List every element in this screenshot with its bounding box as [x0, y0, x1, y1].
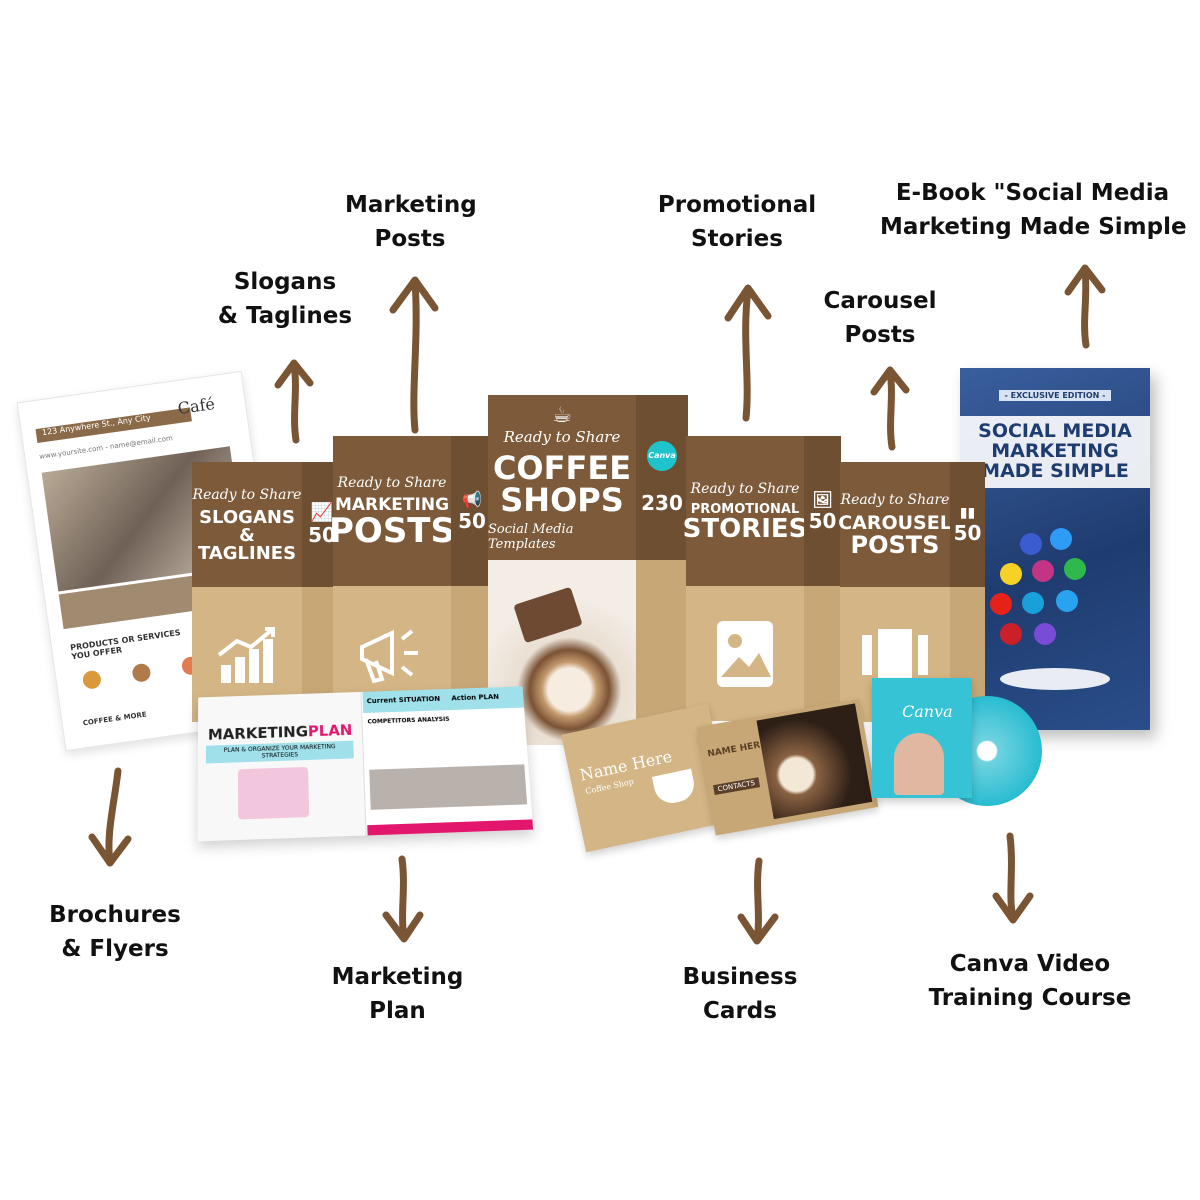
box-promotional-side: 🖼 50 [804, 436, 841, 721]
marketing-plan-subtitle: PLAN & ORGANIZE YOUR MARKETING STRATEGIE… [205, 740, 354, 764]
brochure-footer: COFFEE & MORE [82, 710, 148, 728]
ebook-edition: - EXCLUSIVE EDITION - [998, 390, 1112, 401]
snapchat-icon [1000, 563, 1022, 585]
marketing-plan-title: MARKETINGPLAN [207, 721, 353, 744]
dvd-brand: Canva [902, 702, 953, 721]
arrow-down-marketing-plan [382, 855, 424, 943]
ebook-pedestal [1000, 668, 1110, 690]
messenger-icon [1050, 528, 1072, 550]
brochure-brand: Café [176, 394, 216, 419]
arrow-down-canva-course [992, 832, 1034, 924]
box-slogans: Ready to Share SLOGANS & TAGLINES 📈 50 [192, 462, 342, 722]
label-marketing-posts: Marketing Posts [345, 192, 477, 252]
calendar-illustration [237, 766, 310, 820]
pinterest-icon [1000, 623, 1022, 645]
whatsapp-icon [1064, 558, 1086, 580]
chart-icon [217, 626, 275, 683]
image-icon [717, 620, 773, 687]
marketing-plan-right-page: Current SITUATION Action PLAN COMPETITOR… [362, 686, 534, 836]
instagram-icon [1032, 560, 1054, 582]
ebook-title: SOCIAL MEDIA MARKETING MADE SIMPLE [960, 416, 1150, 488]
cake-slice [513, 586, 583, 644]
arrow-up-slogans [274, 359, 314, 444]
canva-course-dvd: Canva [872, 678, 1042, 806]
marketing-plan-preview: MARKETINGPLAN PLAN & ORGANIZE YOUR MARKE… [197, 686, 534, 842]
label-ebook: E-Book "Social Media Marketing Made Simp… [880, 180, 1187, 240]
box-marketing: Ready to Share MARKETING POSTS 📢 50 [329, 436, 493, 721]
megaphone-small-icon: 📢 [462, 489, 482, 509]
box-coffee: ☕ Ready to Share COFFEE SHOPS Social Med… [488, 395, 688, 745]
megaphone-icon [360, 628, 418, 683]
box-coffee-side: Canva 230 [636, 395, 688, 745]
label-marketing-plan: Marketing Plan [331, 964, 464, 1024]
box-promotional-front [686, 586, 804, 721]
croissant-icon [81, 669, 103, 690]
twitter-icon [1056, 590, 1078, 612]
box-promotional-count: 50 [808, 508, 837, 533]
current-situation: Current SITUATION [366, 694, 441, 706]
box-coffee-count: 230 [641, 490, 683, 515]
box-marketing-side: 📢 50 [451, 436, 493, 721]
brochure-products-heading: PRODUCTS OR SERVICES YOU OFFER [69, 627, 182, 662]
canva-badge: Canva [647, 440, 677, 471]
image-small-icon: 🖼 [812, 489, 833, 509]
carousel-small-icon: ▮▮ [959, 504, 976, 521]
arrow-up-marketing-posts [389, 276, 439, 434]
carousel-icon [862, 628, 928, 681]
team-photo [369, 764, 528, 810]
box-promotional-top: Ready to Share PROMOTIONAL STORIES [683, 436, 807, 586]
label-brochures: Brochures & Flyers [49, 902, 181, 962]
marketing-plan-left-page: MARKETINGPLAN PLAN & ORGANIZE YOUR MARKE… [197, 691, 367, 842]
presenter-photo [894, 733, 944, 795]
box-marketing-top: Ready to Share MARKETING POSTS [329, 436, 455, 586]
camera-icon [1034, 623, 1056, 645]
card-name-2: NAME HERE [706, 739, 768, 760]
facebook-icon [1020, 533, 1042, 555]
arrow-up-promotional [724, 284, 772, 422]
dvd-case: Canva [872, 678, 972, 798]
latte-photo [756, 703, 873, 820]
competitors-analysis: COMPETITORS ANALYSIS [367, 715, 450, 726]
box-marketing-count: 50 [458, 508, 486, 533]
box-carousel-count: 50 [953, 520, 982, 545]
arrow-up-ebook [1064, 264, 1106, 349]
card-contacts: CONTACTS [713, 777, 760, 796]
pastry-icon [131, 662, 152, 683]
arrow-down-brochures [88, 767, 132, 867]
label-canva-course: Canva Video Training Course [928, 951, 1132, 1011]
action-plan: Action PLAN [451, 692, 500, 703]
box-slogans-count: 50 [308, 523, 336, 547]
box-slogans-top: Ready to Share SLOGANS & TAGLINES [192, 462, 302, 587]
arrow-down-business-cards [737, 857, 779, 945]
ebook-cover: - EXCLUSIVE EDITION - SOCIAL MEDIA MARKE… [960, 368, 1150, 730]
youtube-icon [990, 593, 1012, 615]
box-promotional: Ready to Share PROMOTIONAL STORIES 🖼 50 [683, 436, 841, 721]
vimeo-icon [1022, 592, 1044, 614]
label-carousel: Carousel Posts [823, 288, 937, 348]
box-carousel-top: Ready to Share CAROUSEL POSTS [838, 462, 952, 587]
label-promotional: Promotional Stories [657, 192, 817, 252]
chart-small-icon: 📈 [310, 502, 334, 523]
label-slogans: Slogans & Taglines [217, 269, 353, 329]
label-business-cards: Business Cards [682, 964, 798, 1024]
card-coffee-cup [651, 768, 698, 807]
arrow-up-carousel [870, 366, 910, 451]
coffee-cup-icon: ☕ [552, 403, 572, 428]
box-coffee-top: ☕ Ready to Share COFFEE SHOPS Social Med… [488, 395, 636, 560]
